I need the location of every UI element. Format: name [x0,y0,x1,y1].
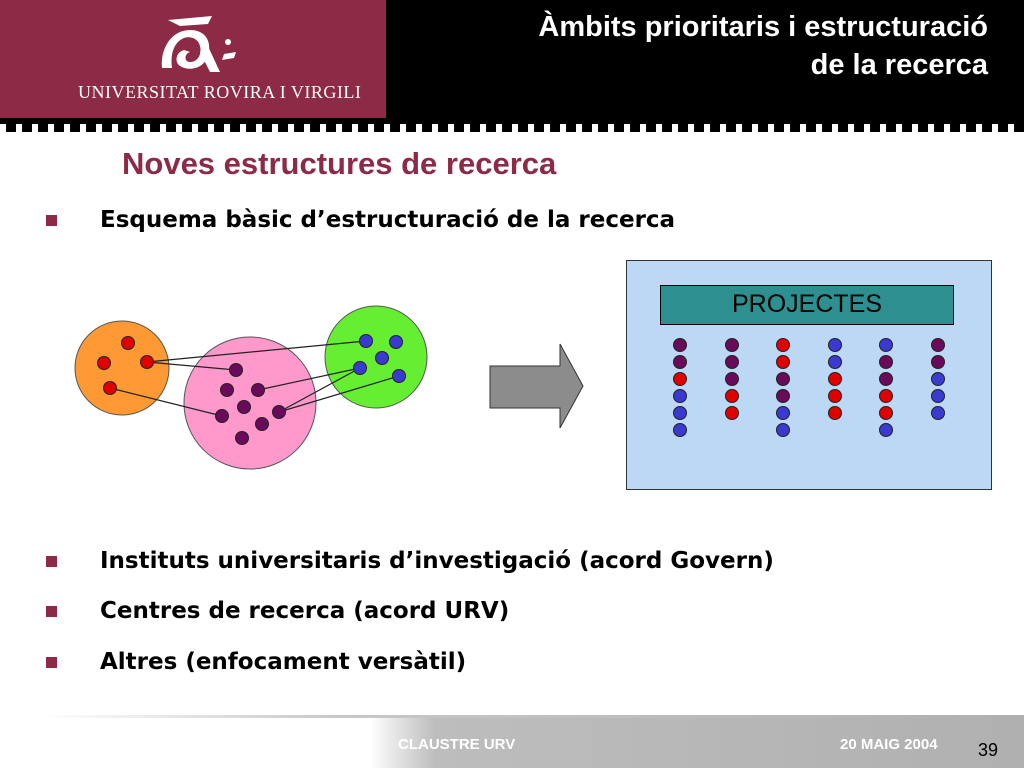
project-dot [776,338,790,352]
arrow-right-icon [489,343,584,429]
project-dot [828,355,842,369]
dashed-divider [0,118,1024,132]
member-dot [359,334,373,348]
project-dot [673,338,687,352]
project-dot [673,423,687,437]
connection-line [278,367,361,413]
project-dot [879,372,893,386]
project-dot [776,372,790,386]
bullet-square-icon [46,555,57,567]
project-dot [931,355,945,369]
bullet-text: Altres (enfocament versàtil) [100,649,467,675]
bullet-square-icon [46,656,57,668]
member-dot [121,336,135,350]
member-dot [392,369,406,383]
project-dot [725,406,739,420]
project-dot [879,338,893,352]
member-dot [140,355,154,369]
bullet-text: Instituts universitaris d’investigació (… [100,548,774,574]
bullet-text: Centres de recerca (acord URV) [100,598,510,624]
connection-line [146,361,237,371]
bullet-item: Instituts universitaris d’investigació (… [46,544,774,578]
project-dot [879,423,893,437]
member-dot [103,381,117,395]
bullet-item: Altres (enfocament versàtil) [46,645,466,679]
member-dot [353,361,367,375]
university-logo-icon [161,16,236,72]
member-dot [229,363,243,377]
footer-date: 20 MAIG 2004 [840,736,938,753]
project-dot [725,338,739,352]
connection-line [109,387,223,417]
project-dot [725,389,739,403]
footer-divider [38,715,1024,718]
footer-bar [370,718,1024,768]
member-dot [97,356,111,370]
project-dot [725,355,739,369]
member-dot [215,409,229,423]
project-dot [776,406,790,420]
project-dot [931,338,945,352]
slide-title-line-2: de la recerca [810,49,988,81]
member-dot [272,405,286,419]
bullet-square-icon [46,605,57,617]
project-dot [931,406,945,420]
project-dot [776,355,790,369]
slide-title-line-1: Àmbits prioritaris i estructuració [538,11,988,43]
footer-event: CLAUSTRE URV [398,736,516,753]
member-dot [389,335,403,349]
title-panel [386,0,1024,118]
project-dot [828,389,842,403]
member-dot [235,431,249,445]
project-dot [673,372,687,386]
group-circle-orange [74,320,170,416]
member-dot [375,351,389,365]
connection-line [278,375,400,413]
project-dot [828,338,842,352]
projects-label: PROJECTES [660,285,954,325]
member-dot [251,383,265,397]
page-number: 39 [978,740,999,760]
project-dot [725,372,739,386]
connection-line [146,340,367,363]
bullet-text: Esquema bàsic d’estructuració de la rece… [100,207,676,233]
group-circle-pink [183,336,317,470]
bullet-square-icon [46,214,57,226]
university-brand-panel: UNIVERSITAT ROVIRA I VIRGILI [0,0,386,118]
project-dot [673,406,687,420]
connection-line [257,367,361,391]
member-dot [220,383,234,397]
project-dot [879,406,893,420]
project-dot [828,406,842,420]
project-dot [673,355,687,369]
project-dot [879,389,893,403]
bullet-item: Centres de recerca (acord URV) [46,594,509,628]
project-dot [879,355,893,369]
project-dot [931,389,945,403]
member-dot [237,400,251,414]
project-dot [828,372,842,386]
slide-title: Àmbits prioritaris i estructuració de la… [428,8,988,84]
project-dot [776,423,790,437]
project-dot [931,372,945,386]
member-dot [255,417,269,431]
university-name: UNIVERSITAT ROVIRA I VIRGILI [78,82,362,102]
bullet-item: Esquema bàsic d’estructuració de la rece… [46,203,675,237]
section-heading: Noves estructures de recerca [122,146,557,181]
project-dot [673,389,687,403]
project-dot [776,389,790,403]
